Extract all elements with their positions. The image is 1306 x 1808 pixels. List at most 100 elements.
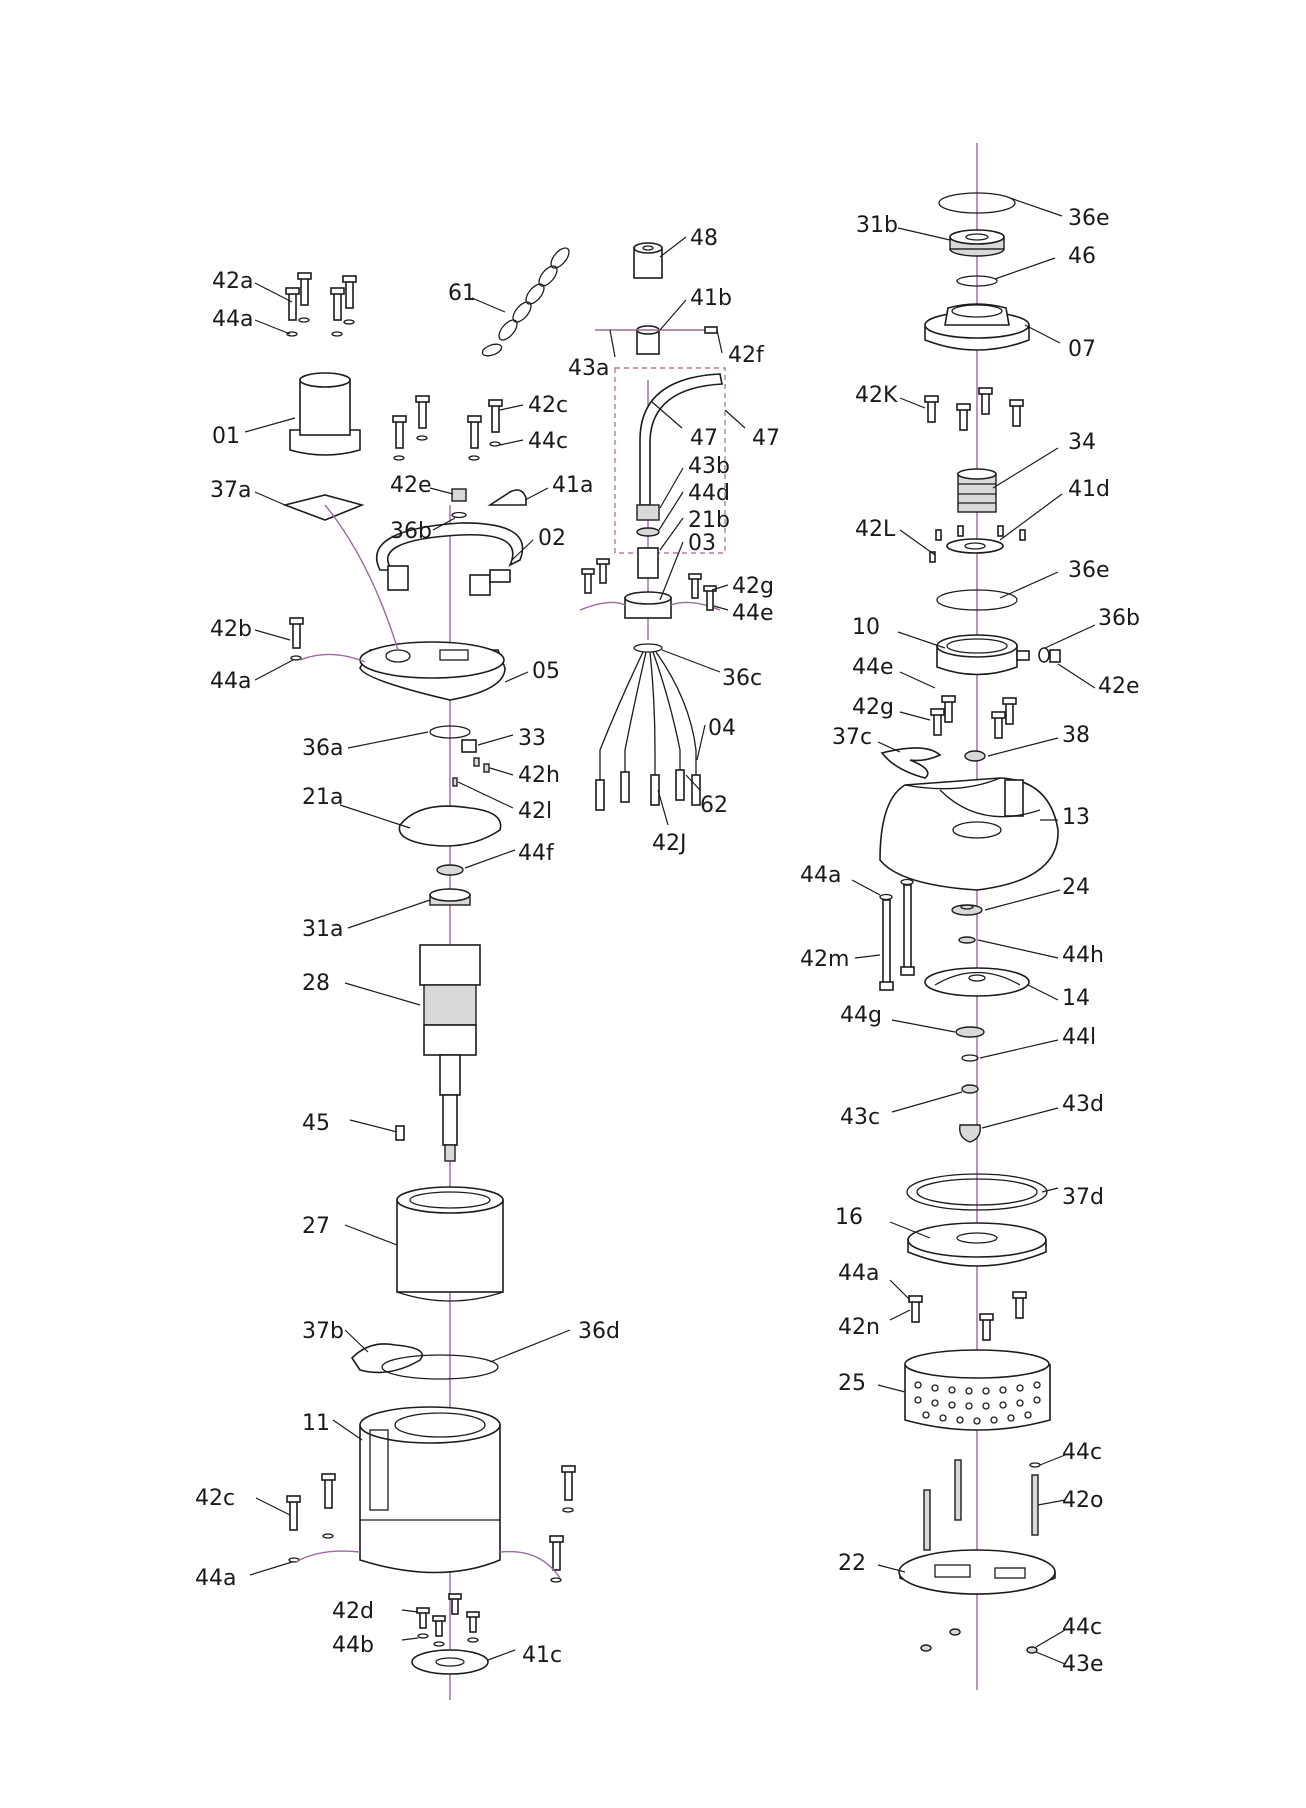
washer-44f: [436, 864, 464, 876]
motor-cover-05: [359, 641, 506, 701]
bearing-31a: [429, 888, 471, 906]
callout-42e-right: 42e: [1098, 674, 1140, 699]
o-ring-36b-left: [451, 511, 467, 519]
callout-07: 07: [1068, 337, 1096, 362]
washers-44a-left1: [286, 317, 355, 337]
callout-33: 33: [518, 726, 546, 751]
washers-44c-top: [393, 435, 501, 461]
callout-44e-right: 44e: [852, 655, 894, 680]
callout-44c-right2: 44c: [1062, 1615, 1102, 1640]
callout-43e: 43e: [1062, 1652, 1104, 1677]
bolts-42K: [924, 387, 1024, 431]
cap-nut-43d: [959, 1124, 981, 1143]
seal-ring-38: [964, 750, 986, 762]
callout-37d: 37d: [1062, 1185, 1104, 1210]
studs-42o: [923, 1459, 1039, 1551]
dashed-box-47: [614, 367, 726, 554]
gasket-37b: [350, 1343, 423, 1374]
wire-left-cover: [299, 653, 366, 663]
spacer-44g: [955, 1026, 985, 1038]
callout-41b: 41b: [690, 286, 732, 311]
callout-36b-right: 36b: [1098, 606, 1140, 631]
callout-42b: 42b: [210, 617, 252, 642]
callout-28: 28: [302, 971, 330, 996]
callout-45: 45: [302, 1111, 330, 1136]
washer-44d: [636, 527, 660, 537]
stator-27: [396, 1186, 504, 1302]
callout-05: 05: [532, 659, 560, 684]
callout-04: 04: [708, 716, 736, 741]
callout-48: 48: [690, 226, 718, 251]
bolts-42c-bottom: [286, 1465, 576, 1571]
callout-42g-right: 42g: [852, 695, 894, 720]
callout-44a-left2: 44a: [210, 669, 251, 694]
callout-47-inner: 47: [690, 426, 718, 451]
washers-44b: [417, 1633, 479, 1647]
sleeve-43b: [636, 504, 660, 521]
callout-43c: 43c: [840, 1105, 880, 1130]
callout-41a: 41a: [552, 473, 593, 498]
callout-42c-bottom: 42c: [195, 1486, 235, 1511]
base-plate-22: [898, 1549, 1056, 1595]
callout-42l: 42l: [518, 799, 552, 824]
wires-04: [599, 651, 697, 780]
callout-13: 13: [1062, 805, 1090, 830]
handle-feet-02: [387, 565, 511, 596]
callout-31a: 31a: [302, 917, 343, 942]
rotor-28: [419, 944, 481, 1162]
bearing-plate-21a: [398, 805, 502, 847]
oil-chamber-10: [936, 634, 1030, 676]
lifting-chain-61: [481, 247, 570, 357]
nut-43c: [961, 1084, 979, 1094]
gasket-37a: [282, 494, 365, 521]
washer-44a-left2: [290, 655, 302, 661]
callout-38: 38: [1062, 723, 1090, 748]
cable-gland-48: [633, 242, 663, 279]
callout-44d: 44d: [688, 481, 730, 506]
callout-21a: 21a: [302, 785, 343, 810]
key-45: [395, 1125, 405, 1141]
plug-42e-right: [1038, 647, 1061, 663]
callout-31b: 31b: [856, 213, 898, 238]
bearing-housing-07: [924, 303, 1030, 351]
washer-44l: [961, 1054, 979, 1062]
callout-27: 27: [302, 1214, 330, 1239]
callout-44l: 44l: [1062, 1025, 1096, 1050]
screws-42L: [929, 525, 1026, 563]
callout-44a-right2: 44a: [838, 1261, 879, 1286]
callout-42g-mid: 42g: [732, 574, 774, 599]
bolts-42m: [879, 884, 915, 991]
callout-44g: 44g: [840, 1003, 882, 1028]
cable-entry-03: [624, 591, 672, 619]
callout-34: 34: [1068, 430, 1096, 455]
callout-24: 24: [1062, 875, 1090, 900]
callout-37a: 37a: [210, 478, 251, 503]
impeller-14: [924, 967, 1030, 997]
mechanical-seal-34: [957, 468, 997, 513]
callout-42e-left: 42e: [390, 473, 432, 498]
o-ring-36e-mid: [936, 589, 1018, 611]
bolts-42g-right: [930, 695, 1017, 739]
wire-left-housing: [295, 1550, 561, 1579]
bush-21b: [637, 547, 659, 579]
nuts-43e: [920, 1628, 1038, 1654]
bolts-42g-mid: [581, 558, 717, 611]
callout-44a-left1: 44a: [212, 307, 253, 332]
o-ring-36e-top: [938, 192, 1016, 214]
callout-41d: 41d: [1068, 477, 1110, 502]
callout-16: 16: [835, 1205, 863, 1230]
callout-44b: 44b: [332, 1633, 374, 1658]
o-ring-36d: [381, 1354, 499, 1380]
suction-cover-16: [907, 1222, 1047, 1267]
callout-44a-left3: 44a: [195, 1566, 236, 1591]
callout-22: 22: [838, 1551, 866, 1576]
callout-03: 03: [688, 531, 716, 556]
callout-43b: 43b: [688, 454, 730, 479]
base-gasket-41c: [411, 1649, 489, 1675]
washer-44a-right1: [879, 893, 893, 901]
callout-44f: 44f: [518, 841, 555, 866]
bolts-42d: [416, 1593, 480, 1637]
cable-wire-43b: [579, 601, 721, 611]
callout-36e-top: 36e: [1068, 206, 1110, 231]
